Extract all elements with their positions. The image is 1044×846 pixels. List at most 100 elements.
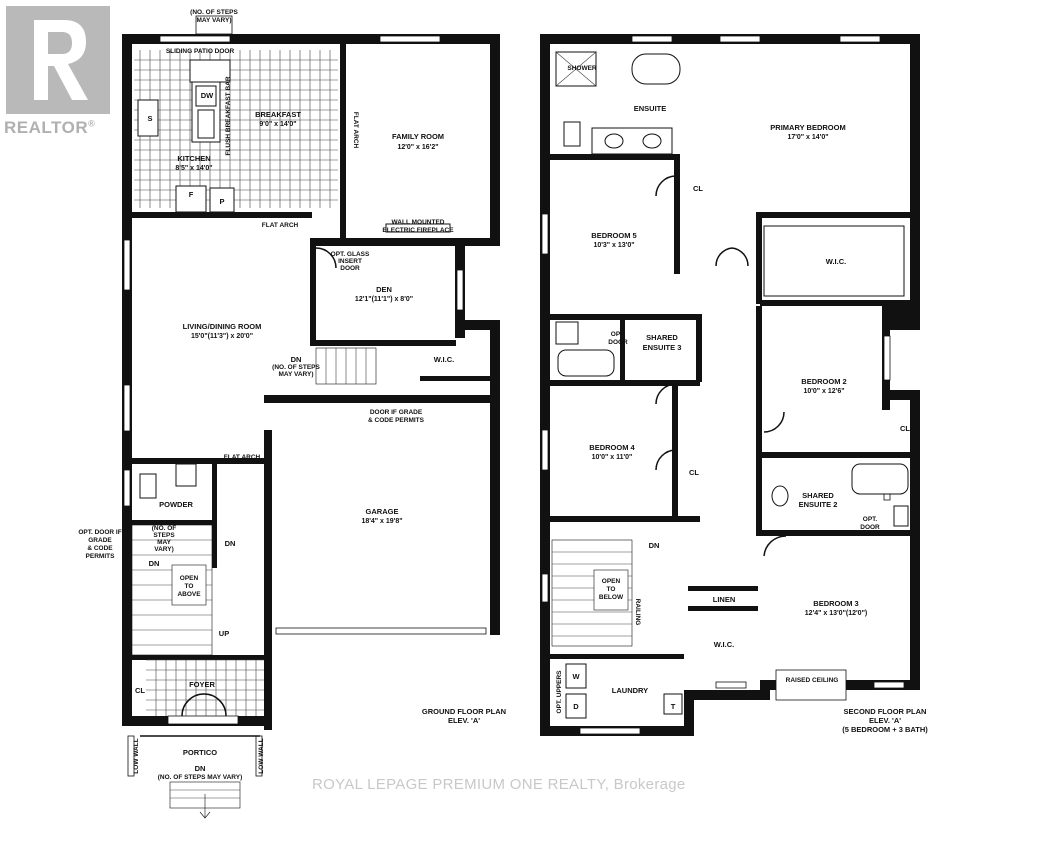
second-plan-elevation: ELEV. 'A': [869, 716, 901, 725]
family-room-dimensions: 12'0" x 16'2": [397, 144, 438, 151]
shower-label: SHOWER: [567, 65, 597, 72]
mid-steps-line-1: (NO. OF: [152, 525, 177, 532]
kitchen-label: KITCHEN: [177, 154, 210, 163]
realtor-logo: REALTOR®: [0, 0, 124, 140]
kitchen-dimensions: 8'5" x 14'0": [175, 165, 212, 172]
raised-ceiling-label: RAISED CEILING: [786, 677, 839, 684]
bedroom-2-dimensions: 10'0" x 12'6": [803, 388, 844, 395]
bedroom-3-dimensions: 12'4" x 13'0"(12'0"): [805, 610, 867, 617]
flat-arch-label-2: FLAT ARCH: [224, 454, 261, 461]
second-closet-2-label: CL: [900, 424, 910, 433]
foyer-label: FOYER: [189, 680, 215, 689]
opt-glass-door-line-1: OPT. GLASS: [331, 251, 370, 258]
opt-door-grade-line-4: PERMITS: [86, 553, 116, 560]
open-above-line-3: ABOVE: [177, 591, 201, 598]
ground-steps-note-line-2: MAY VARY): [196, 17, 231, 24]
second-closet-3-label: CL: [689, 468, 699, 477]
opt-door-2-line-1: OPT.: [863, 516, 878, 523]
fridge-label: F: [189, 190, 194, 199]
opt-door-grade-line-1: OPT. DOOR IF: [78, 529, 121, 536]
den-dimensions: 12'1"(11'1") x 8'0": [355, 296, 413, 303]
opt-glass-door-line-2: INSERT: [338, 258, 362, 265]
open-below-line-3: BELOW: [599, 594, 624, 601]
opt-door-1-line-1: OPT.: [611, 331, 626, 338]
powder-room-label: POWDER: [159, 500, 193, 509]
garage-label: GARAGE: [366, 507, 399, 516]
shared-ensuite-2-line-2: ENSUITE 2: [799, 500, 838, 509]
shared-ensuite-2-line-1: SHARED: [802, 491, 834, 500]
low-wall-right-label: LOW WALL: [258, 738, 265, 773]
pantry-label: P: [219, 197, 224, 206]
portico-label: PORTICO: [183, 748, 217, 757]
second-closet-1-label: CL: [693, 184, 703, 193]
primary-wic-label: W.I.C.: [826, 257, 846, 266]
brokerage-watermark: ROYAL LEPAGE PREMIUM ONE REALTY, Brokera…: [312, 776, 686, 793]
second-dn-label: DN: [649, 541, 660, 550]
mid-steps-line-2: STEPS: [153, 532, 175, 539]
dishwasher-label: DW: [201, 91, 214, 100]
den-label: DEN: [376, 285, 392, 294]
opt-door-2-line-2: DOOR: [860, 524, 880, 531]
ground-up-label: UP: [219, 629, 229, 638]
ensuite-label: ENSUITE: [634, 104, 667, 113]
opt-door-grade-line-2: GRADE: [88, 537, 112, 544]
breakfast-room-label: BREAKFAST: [255, 110, 301, 119]
realtor-r-mark-icon: [6, 6, 110, 114]
living-dining-dimensions: 15'0"(11'3") x 20'0": [191, 333, 253, 340]
bedroom-4-label: BEDROOM 4: [589, 443, 635, 452]
laundry-tub-label: T: [671, 702, 676, 711]
ground-dn-label: DN: [291, 355, 302, 364]
opt-uppers-label: OPT. UPPERS: [556, 670, 563, 714]
opt-door-grade-line-3: & CODE: [87, 545, 113, 552]
ground-dn-a-label: DN: [225, 539, 236, 548]
ground-closet-label: CL: [135, 686, 145, 695]
bedroom-5-label: BEDROOM 5: [591, 231, 636, 240]
flat-arch-vertical-label: FLAT ARCH: [352, 112, 359, 149]
primary-bedroom-dimensions: 17'0" x 14'0": [787, 134, 828, 141]
primary-bedroom-label: PRIMARY BEDROOM: [770, 123, 845, 132]
open-below-line-1: OPEN: [602, 578, 621, 585]
railing-label: RAILING: [634, 599, 641, 626]
breakfast-bar-label: FLUSH BREAKFAST BAR: [225, 76, 232, 155]
fireplace-label-line-1: WALL MOUNTED: [392, 219, 445, 226]
open-above-line-1: OPEN: [180, 575, 199, 582]
portico-steps-note: (NO. OF STEPS MAY VARY): [158, 774, 243, 781]
linen-label: LINEN: [713, 595, 736, 604]
second-floor-plan: SHOWER ENSUITE PRIMARY BEDROOM 17'0" x 1…: [540, 34, 928, 736]
ground-plan-title: GROUND FLOOR PLAN: [422, 707, 506, 716]
mid-steps-line-3: MAY: [157, 539, 172, 546]
dryer-label: D: [573, 702, 579, 711]
portico-dn-label: DN: [195, 764, 206, 773]
ground-steps-note-line-1: (NO. OF STEPS: [190, 9, 238, 16]
laundry-label: LAUNDRY: [612, 686, 648, 695]
shared-ensuite-3-line-1: SHARED: [646, 333, 678, 342]
bedroom-5-dimensions: 10'3" x 13'0": [593, 242, 634, 249]
low-wall-left-label: LOW WALL: [133, 738, 140, 773]
second-plan-title: SECOND FLOOR PLAN: [844, 707, 927, 716]
second-plan-bed-bath: (5 BEDROOM + 3 BATH): [842, 725, 928, 734]
door-grade-line-2: & CODE PERMITS: [368, 417, 425, 424]
family-room-label: FAMILY ROOM: [392, 132, 444, 141]
ground-wic-label: W.I.C.: [434, 355, 454, 364]
door-grade-line-1: DOOR IF GRADE: [370, 409, 423, 416]
bedroom-3-label: BEDROOM 3: [813, 599, 858, 608]
ground-dn-b-label: DN: [149, 559, 160, 568]
ground-dn-steps-line-1: (NO. OF STEPS: [272, 364, 320, 371]
washer-label: W: [572, 672, 580, 681]
ground-floor-plan: (NO. OF STEPS MAY VARY) SLIDING PATIO DO…: [78, 9, 506, 819]
ground-dn-steps-line-2: MAY VARY): [278, 371, 313, 378]
shared-ensuite-3-line-2: ENSUITE 3: [643, 343, 682, 352]
sink-label: S: [147, 114, 152, 123]
breakfast-dimensions: 9'0" x 14'0": [259, 121, 296, 128]
sliding-patio-door-label: SLIDING PATIO DOOR: [166, 48, 235, 55]
open-below-line-2: TO: [607, 586, 616, 593]
opt-door-1-line-2: DOOR: [608, 339, 628, 346]
fireplace-label-line-2: ELECTRIC FIREPLACE: [382, 227, 454, 234]
bedroom-2-label: BEDROOM 2: [801, 377, 846, 386]
mid-steps-line-4: VARY): [154, 546, 174, 553]
garage-dimensions: 18'4" x 19'8": [361, 518, 402, 525]
ground-plan-elevation: ELEV. 'A': [448, 716, 480, 725]
living-dining-label: LIVING/DINING ROOM: [183, 322, 262, 331]
bedroom-4-dimensions: 10'0" x 11'0": [592, 454, 633, 461]
